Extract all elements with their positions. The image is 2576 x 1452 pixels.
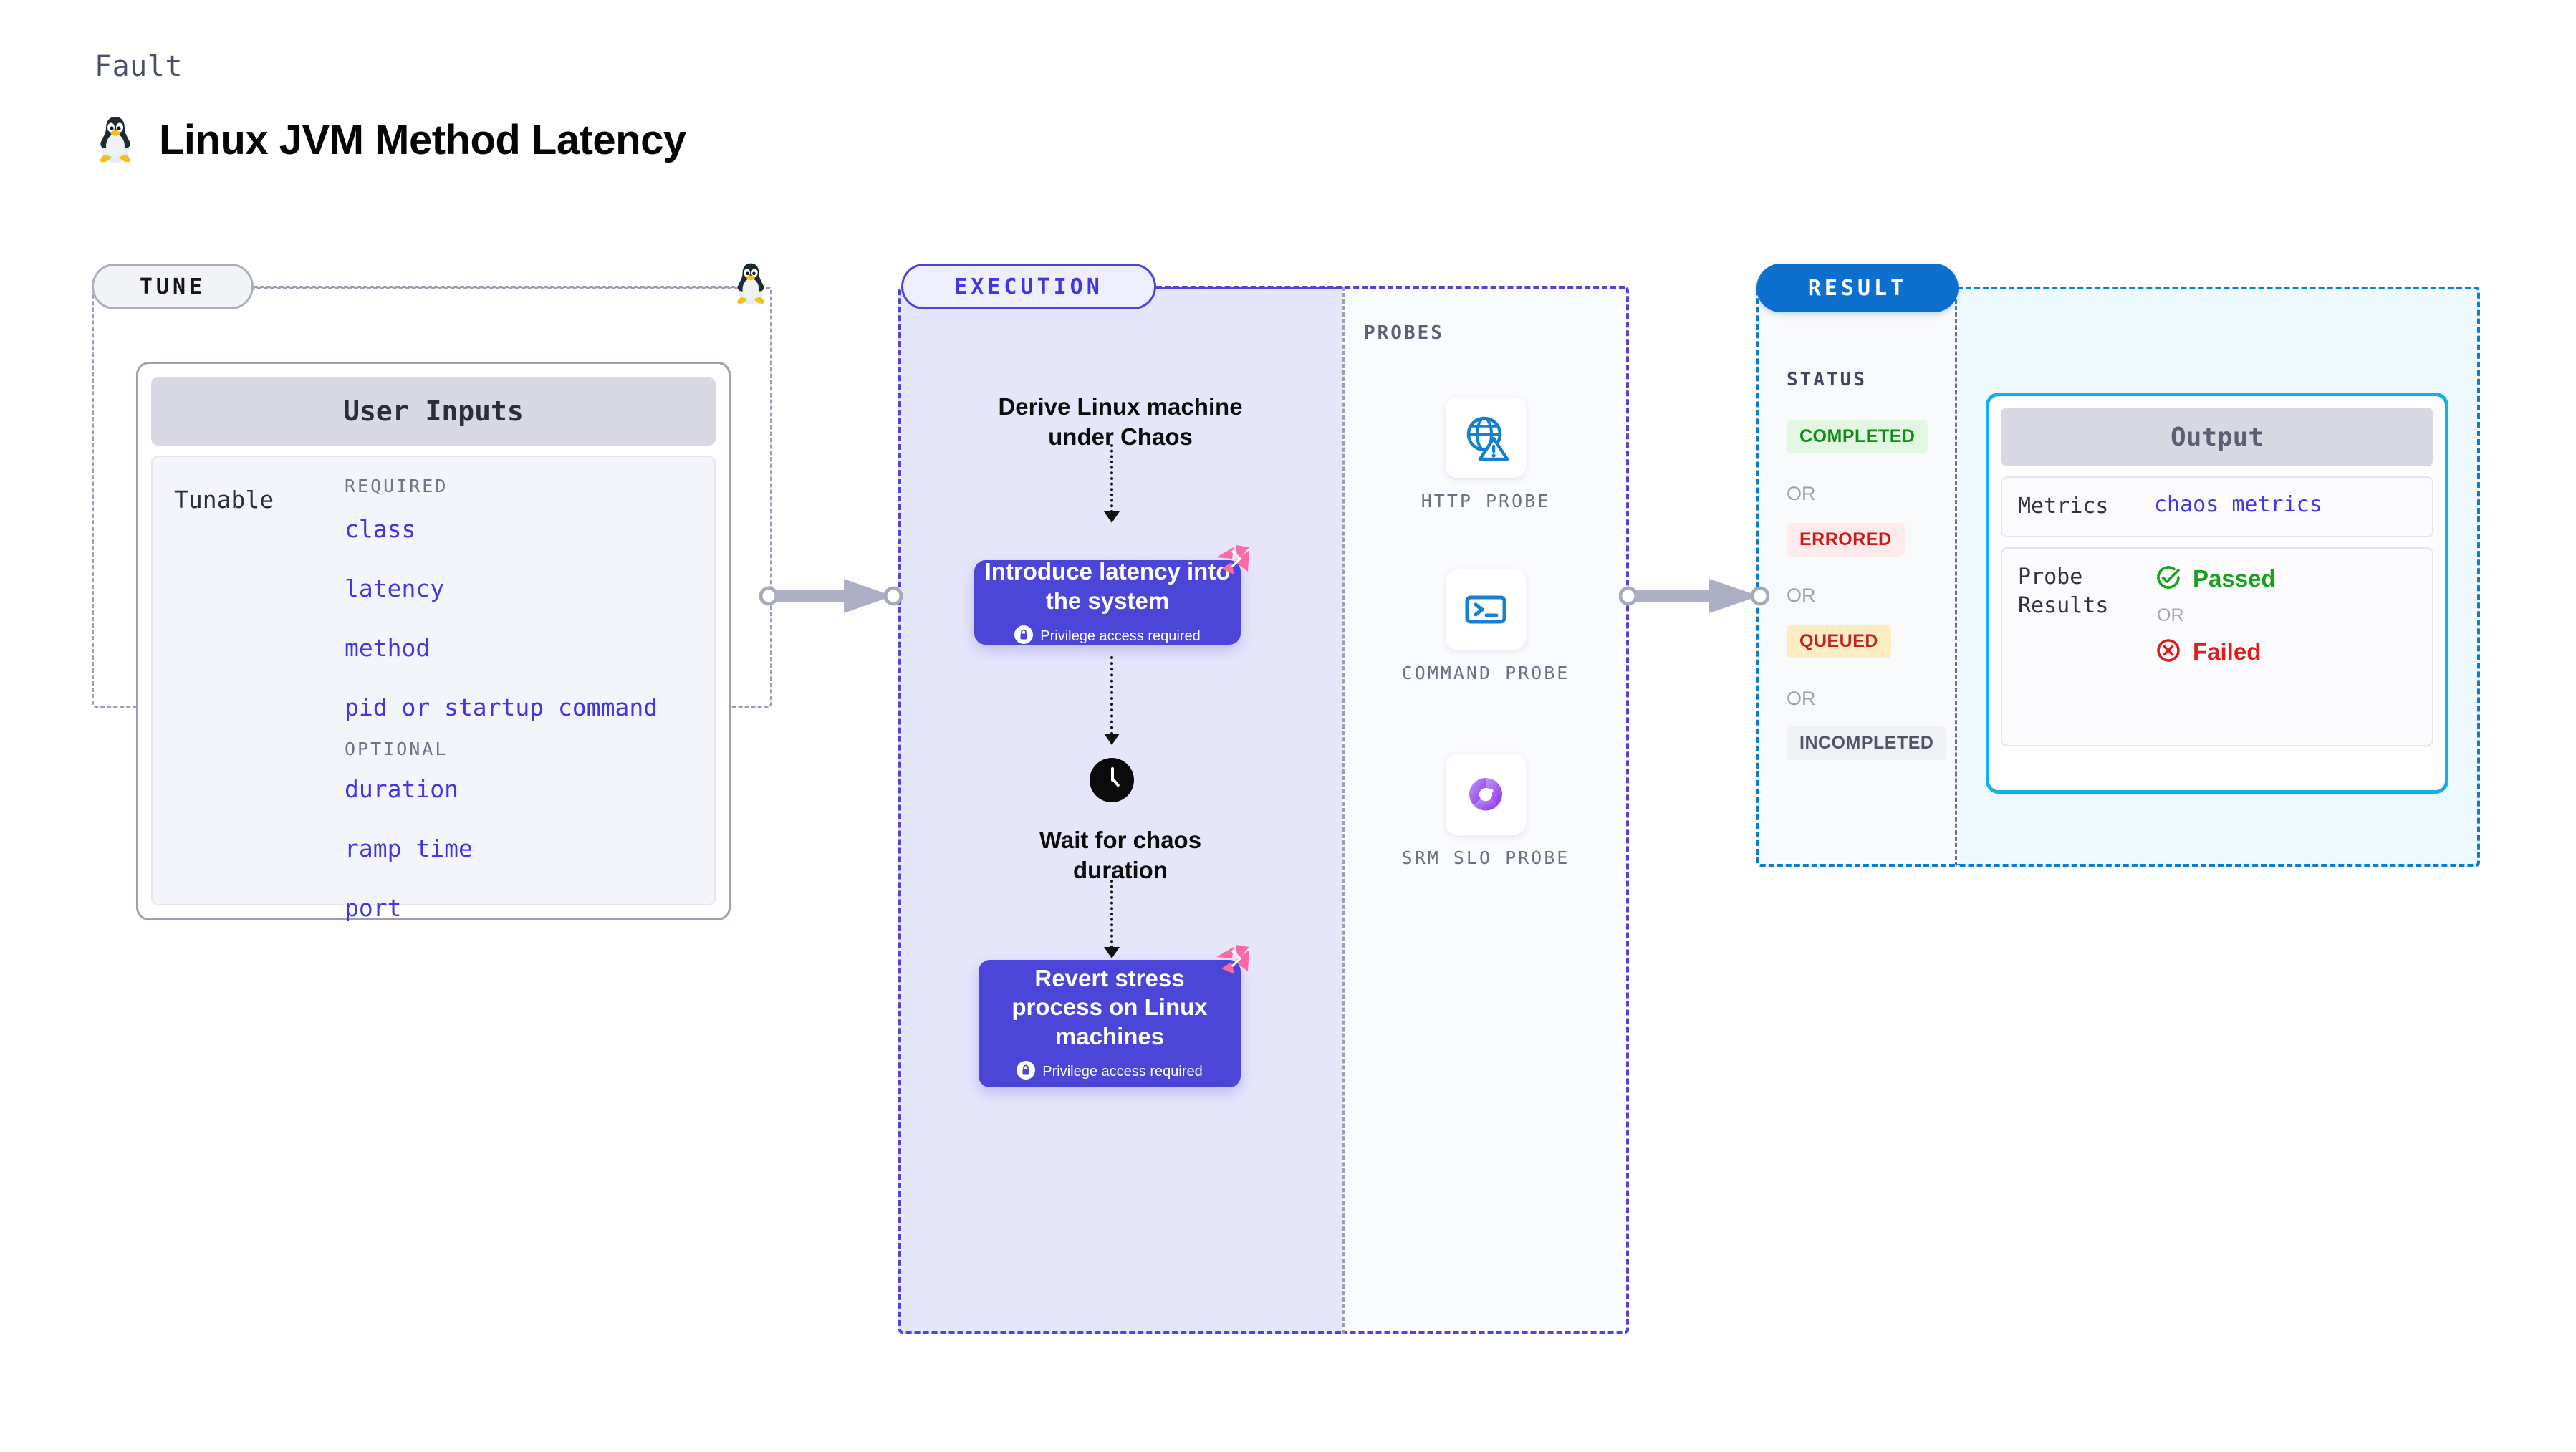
- tunable-pid-or-startup-command[interactable]: pid or startup command: [345, 693, 658, 721]
- result-stage-pill[interactable]: RESULT: [1756, 264, 1959, 312]
- result-status-panel: [1756, 287, 1957, 867]
- page-title-row: Linux JVM Method Latency: [95, 115, 686, 165]
- probe-result-passed-label: Passed: [2193, 565, 2276, 592]
- output-card: Output Metrics chaos metrics Probe Resul…: [1986, 393, 2448, 794]
- tune-stage-pill[interactable]: TUNE: [92, 264, 254, 309]
- tunable-method[interactable]: method: [345, 634, 431, 662]
- status-or-1: OR: [1787, 483, 1816, 504]
- status-badge-errored: ERRORED: [1787, 523, 1905, 557]
- linux-penguin-icon: [732, 261, 769, 309]
- flow-arrow-head: [1104, 511, 1120, 523]
- status-badge-queued: QUEUED: [1787, 625, 1891, 658]
- optional-group-label: OPTIONAL: [345, 739, 448, 759]
- privilege-note-text: Privilege access required: [1042, 1063, 1203, 1080]
- probe-srm-slo[interactable]: SRM SLO PROBE: [1400, 754, 1572, 870]
- tunable-groups: REQUIRED class latency method pid or sta…: [345, 476, 701, 922]
- tunable-duration[interactable]: duration: [345, 775, 458, 803]
- probe-http[interactable]: HTTP PROBE: [1400, 398, 1572, 514]
- execution-step-derive-label: Derive Linux machine under Chaos: [998, 393, 1243, 451]
- lock-icon: [1017, 1060, 1036, 1083]
- flow-arrow-head: [1104, 947, 1120, 958]
- flow-arrow-head: [1104, 734, 1120, 745]
- probe-srm-slo-label: SRM SLO PROBE: [1401, 847, 1570, 868]
- flow-arrow-line: [1110, 444, 1113, 513]
- output-row-probe-results-key: Probe Results: [2018, 564, 2109, 619]
- probe-result-failed-label: Failed: [2193, 638, 2262, 665]
- tunable-port[interactable]: port: [345, 894, 402, 922]
- check-circle-icon: [2154, 563, 2183, 595]
- execution-panel: [898, 287, 1342, 1334]
- status-or-2: OR: [1787, 585, 1816, 606]
- output-row-metrics-key: Metrics: [2018, 494, 2109, 519]
- flow-arrow-line: [1110, 656, 1113, 735]
- clock-icon: [1090, 758, 1134, 802]
- terminal-icon: [1446, 569, 1526, 650]
- output-row-metrics-value[interactable]: chaos metrics: [2154, 492, 2322, 517]
- execution-step-wait-label: Wait for chaos duration: [1039, 827, 1202, 884]
- status-section-title: STATUS: [1787, 369, 1867, 390]
- lock-icon: [1014, 625, 1034, 648]
- status-badge-incompleted: INCOMPLETED: [1787, 726, 1947, 760]
- probe-result-failed: Failed: [2154, 636, 2276, 668]
- user-inputs-card: User Inputs Tunable REQUIRED class laten…: [136, 362, 731, 922]
- linux-penguin-icon: [95, 115, 136, 165]
- srm-slo-donut-icon: [1446, 754, 1526, 835]
- harness-logo-icon: [1212, 543, 1252, 581]
- tunable-ramp-time[interactable]: ramp time: [345, 835, 473, 862]
- right-arrow-connector: [1618, 577, 1770, 618]
- privilege-note-text: Privilege access required: [1040, 628, 1201, 644]
- user-inputs-title: User Inputs: [151, 377, 716, 446]
- execution-action-revert-stress-title: Revert stress process on Linux machines: [1011, 965, 1208, 1049]
- status-or-3: OR: [1787, 688, 1816, 709]
- execution-action-introduce-latency-title: Introduce latency into the system: [984, 558, 1231, 614]
- globe-warning-icon: [1446, 398, 1526, 478]
- page-kicker: Fault: [95, 50, 183, 83]
- execution-action-introduce-latency[interactable]: Introduce latency into the system Privil…: [974, 558, 1241, 648]
- tunable-class[interactable]: class: [345, 515, 416, 543]
- required-group-label: REQUIRED: [345, 476, 448, 496]
- tunable-latency[interactable]: latency: [345, 574, 445, 602]
- status-badge-completed: COMPLETED: [1787, 420, 1928, 453]
- flow-arrow-line: [1110, 880, 1113, 948]
- probe-results-values: Passed OR Failed: [2154, 563, 2276, 731]
- output-card-title: Output: [2001, 408, 2433, 466]
- probe-command[interactable]: COMMAND PROBE: [1400, 569, 1572, 686]
- privilege-note-row: Privilege access required: [1014, 625, 1201, 648]
- probe-result-passed: Passed: [2154, 563, 2276, 595]
- output-row-metrics: Metrics chaos metrics: [2001, 476, 2433, 537]
- tune-connector-dashed-line: [254, 286, 748, 288]
- harness-logo-icon: [1212, 943, 1252, 981]
- execution-top-dashed-line: [1156, 286, 1625, 289]
- x-circle-icon: [2154, 636, 2183, 668]
- user-inputs-body: Tunable REQUIRED class latency method pi…: [151, 456, 716, 922]
- output-row-probe-results: Probe Results Passed OR: [2001, 547, 2433, 746]
- probes-divider: [1342, 287, 1345, 1334]
- page-title: Linux JVM Method Latency: [159, 116, 686, 163]
- probe-http-label: HTTP PROBE: [1421, 491, 1551, 511]
- execution-stage-pill[interactable]: EXECUTION: [901, 264, 1156, 309]
- probe-result-or: OR: [2157, 605, 2184, 625]
- privilege-note-row: Privilege access required: [1017, 1060, 1203, 1083]
- right-arrow-connector: [759, 577, 903, 618]
- execution-action-revert-stress[interactable]: Revert stress process on Linux machines …: [979, 960, 1241, 1087]
- tunable-row-label: Tunable: [174, 486, 274, 514]
- probe-command-label: COMMAND PROBE: [1401, 663, 1570, 683]
- probes-section-title: PROBES: [1364, 322, 1444, 344]
